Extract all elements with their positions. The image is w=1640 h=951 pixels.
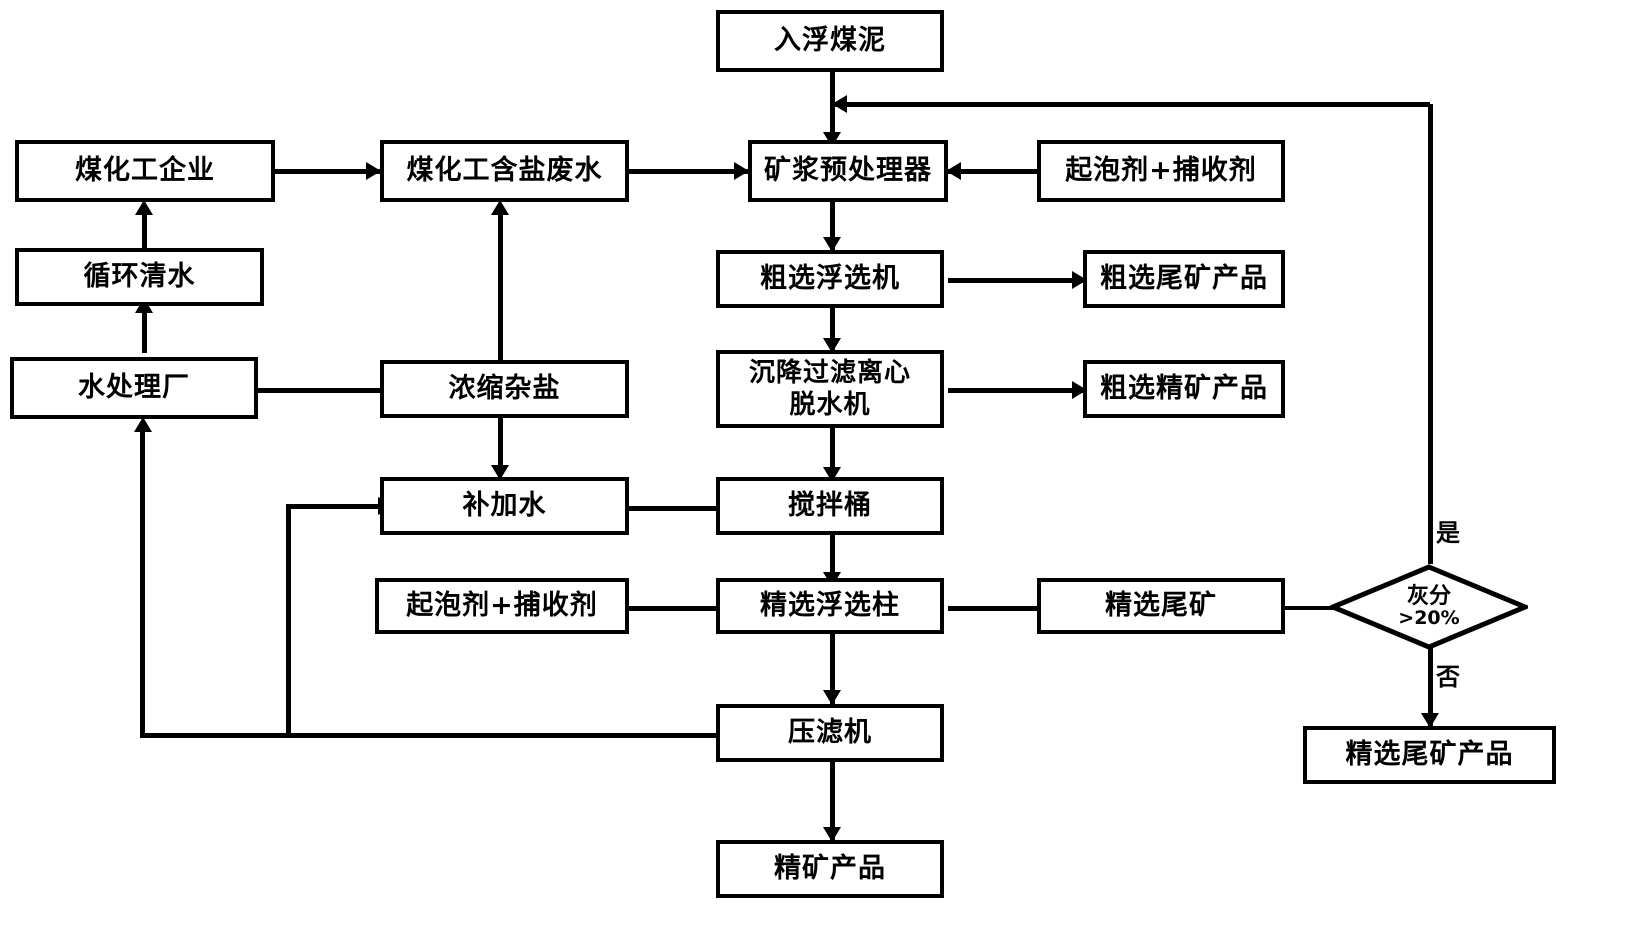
node-rougher-concentrate[interactable]: 粗选精矿产品 (1083, 360, 1285, 418)
edge-reagent1-to-pretreater-arrow (946, 162, 961, 180)
edge-company-to-wastewater-arrow (366, 162, 381, 180)
edge-cleanwater-to-company-arrow (135, 200, 153, 215)
edge-centrifuge-to-agitation-line (830, 425, 835, 477)
node-recycle-clean-water[interactable]: 循环清水 (15, 248, 264, 306)
edge-cleaner-to-tailings-line (948, 606, 1085, 611)
node-label: 矿浆预处理器 (764, 155, 932, 187)
node-feed-slurry[interactable]: 入浮煤泥 (716, 10, 944, 72)
node-label-line2: 脱水机 (789, 389, 871, 420)
edge-salt-to-wastewater-arrow (491, 200, 509, 215)
edge-reagent1-to-pretreater-line (948, 169, 1085, 174)
node-label: 粗选精矿产品 (1100, 373, 1268, 405)
edge-rougher-to-tailings-line (948, 278, 1085, 283)
edge-rougher-to-centrifuge-line (830, 306, 835, 351)
node-label: 煤化工企业 (75, 155, 215, 187)
node-label: 粗选尾矿产品 (1100, 263, 1268, 295)
node-slurry-pretreater[interactable]: 矿浆预处理器 (748, 140, 948, 202)
edge-filterpress-to-watertreat-vline (140, 423, 145, 735)
node-label: 精选浮选柱 (760, 590, 900, 622)
edge-yes-return-vline (1428, 104, 1433, 564)
edge-pretreater-to-rougher-line (830, 198, 835, 250)
node-label-line1: 沉降过滤离心 (748, 357, 911, 388)
edge-filterpress-to-makeup-vline (286, 504, 291, 735)
node-label: 精选尾矿 (1105, 590, 1217, 622)
node-label: 粗选浮选机 (760, 263, 900, 295)
edge-no-to-tailprod-arrow (1421, 713, 1439, 728)
edge-rougher-to-centrifuge-arrow (823, 338, 841, 353)
node-makeup-water[interactable]: 补加水 (380, 477, 629, 535)
edge-no-to-tailprod-line (1428, 648, 1433, 726)
edge-cleaner-to-filterpress-line (830, 634, 835, 704)
node-agitation-tank[interactable]: 搅拌桶 (716, 477, 944, 535)
node-label: 浓缩杂盐 (448, 373, 561, 405)
node-cleaner-column[interactable]: 精选浮选柱 (716, 578, 944, 634)
edge-agitation-to-cleaner-line (830, 535, 835, 585)
edge-filterpress-to-product-line (830, 762, 835, 840)
node-cleaner-tailings-product[interactable]: 精选尾矿产品 (1303, 726, 1556, 784)
edge-yes-return-hline (832, 102, 1430, 107)
node-label: 起泡剂+捕收剂 (1065, 155, 1257, 187)
edge-tailings-to-decision-line (1285, 606, 1340, 610)
edge-wastewater-to-pretreater-line (629, 169, 749, 174)
node-label: 水处理厂 (78, 372, 190, 404)
edge-reagent2-to-cleaner-line (629, 606, 749, 611)
edge-cleaner-to-filterpress-arrow (823, 690, 841, 705)
node-label: 起泡剂+捕收剂 (406, 590, 598, 622)
node-coal-chem-company[interactable]: 煤化工企业 (15, 140, 275, 202)
edge-salt-to-makeup-arrow (491, 465, 509, 480)
node-label: 压滤机 (788, 717, 872, 749)
edge-label-no: 否 (1436, 663, 1460, 691)
edge-pretreater-to-rougher-arrow (823, 237, 841, 252)
node-rougher-flotation[interactable]: 粗选浮选机 (716, 250, 944, 308)
node-reagent-rougher[interactable]: 起泡剂+捕收剂 (1037, 140, 1285, 202)
edge-wastewater-to-pretreater-arrow (734, 162, 749, 180)
diamond-shape (1330, 564, 1528, 650)
edge-watertreat-to-salt-line (258, 388, 386, 393)
edge-company-to-wastewater-line (275, 169, 380, 174)
edge-yes-return-arrow (832, 95, 847, 113)
node-label: 精选尾矿产品 (1345, 739, 1514, 771)
edge-salt-to-makeup-line (498, 416, 503, 474)
node-ash-decision[interactable]: 灰分 >20% (1330, 564, 1528, 650)
edge-salt-to-wastewater-line (498, 205, 503, 362)
node-reagent-cleaner[interactable]: 起泡剂+捕收剂 (375, 578, 629, 634)
node-water-treatment[interactable]: 水处理厂 (10, 357, 258, 419)
edge-filterpress-to-product-arrow (823, 827, 841, 842)
node-label: 补加水 (462, 490, 547, 522)
node-rougher-tailings[interactable]: 粗选尾矿产品 (1083, 250, 1285, 308)
edge-makeup-to-agitation-line (629, 506, 749, 511)
edge-label-yes: 是 (1436, 519, 1460, 547)
edge-filterpress-to-makeup-hline (286, 504, 384, 509)
node-label: 煤化工含盐废水 (406, 155, 603, 187)
edge-centrifuge-to-concentrate-line (948, 388, 1085, 393)
node-concentrated-salt[interactable]: 浓缩杂盐 (380, 360, 629, 418)
edge-filterpress-to-watertreat-arrow (134, 417, 152, 432)
node-saline-wastewater[interactable]: 煤化工含盐废水 (380, 140, 629, 202)
edge-cleanwater-to-company-line (142, 205, 147, 250)
node-filter-press[interactable]: 压滤机 (716, 704, 944, 762)
node-label: 搅拌桶 (788, 490, 872, 522)
node-label: 循环清水 (83, 261, 196, 293)
edge-filterpress-recycle-hline (140, 733, 750, 738)
node-label: 入浮煤泥 (774, 25, 886, 57)
node-concentrate-product[interactable]: 精矿产品 (716, 840, 944, 898)
node-cleaner-tailings[interactable]: 精选尾矿 (1037, 578, 1285, 634)
node-label: 精矿产品 (774, 853, 886, 885)
edge-watertreat-to-cleanwater-line (142, 303, 147, 353)
node-centrifuge[interactable]: 沉降过滤离心 脱水机 (716, 350, 944, 428)
